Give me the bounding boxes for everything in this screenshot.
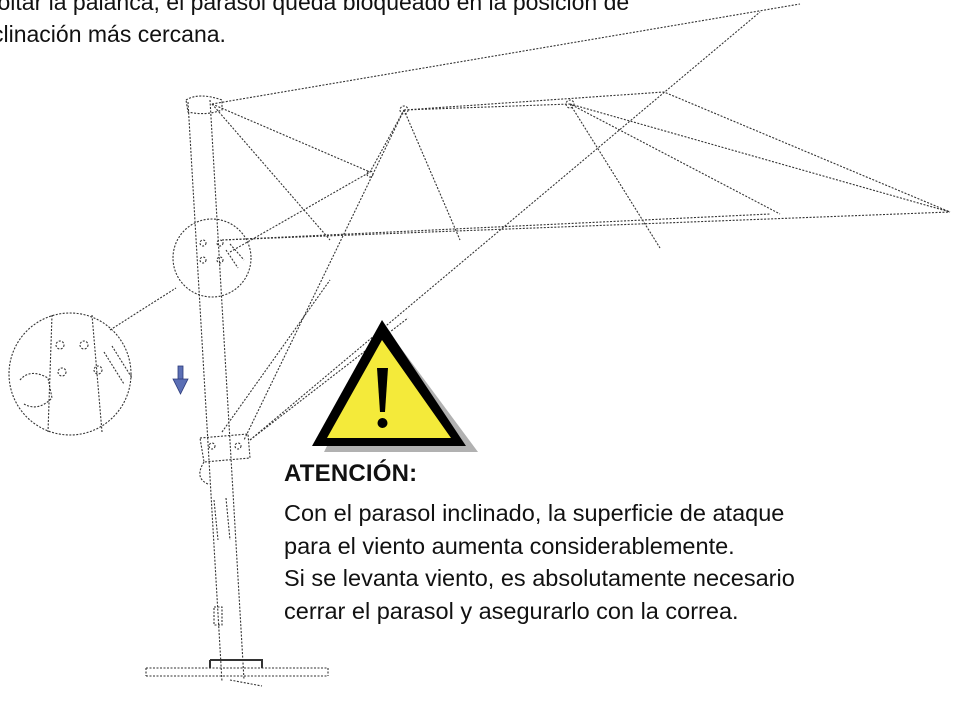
- parasol-canopy: [211, 3, 951, 441]
- warning-triangle-icon: [312, 320, 478, 452]
- intro-line-1: soltar la palanca, el parasol queda bloq…: [0, 0, 630, 15]
- parasol-pole: [185, 95, 245, 683]
- warning-line-1: Con el parasol inclinado, la superficie …: [284, 500, 785, 526]
- lever-zoom-detail: [8, 287, 177, 436]
- lower-hinge: [199, 433, 251, 485]
- warning-line-3: Si se levanta viento, es absolutamente n…: [284, 565, 795, 591]
- intro-paragraph: soltar la palanca, el parasol queda bloq…: [0, 0, 880, 50]
- warning-body: Con el parasol inclinado, la superficie …: [284, 497, 795, 627]
- parasol-base: [145, 659, 329, 687]
- down-arrow-icon: [172, 365, 189, 395]
- warning-line-4: cerrar el parasol y asegurarlo con la co…: [284, 597, 739, 624]
- warning-title: ATENCIÓN:: [284, 460, 418, 487]
- upper-hinge-detail: [172, 218, 252, 298]
- intro-line-2: clinación más cercana.: [0, 21, 226, 47]
- warning-line-2: para el viento aumenta considerablemente…: [284, 532, 735, 559]
